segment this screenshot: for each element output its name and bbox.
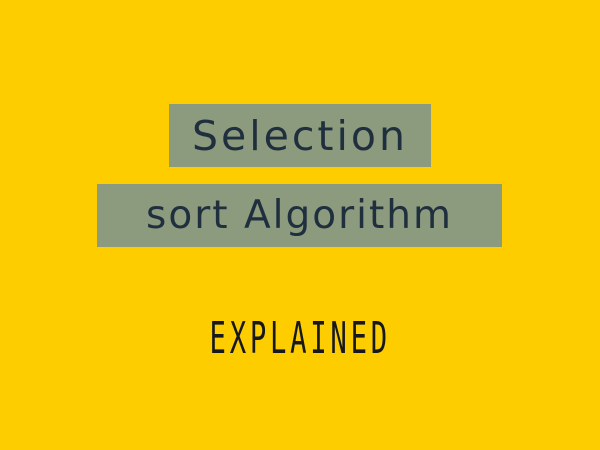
title-line-2-text: sort Algorithm xyxy=(146,193,453,238)
title-line-2: sort Algorithm xyxy=(97,184,502,247)
subtitle: EXPLAINED xyxy=(0,314,600,364)
subtitle-text: EXPLAINED xyxy=(209,313,391,364)
title-line-1-text: Selection xyxy=(192,111,408,160)
title-line-1: Selection xyxy=(169,104,431,167)
